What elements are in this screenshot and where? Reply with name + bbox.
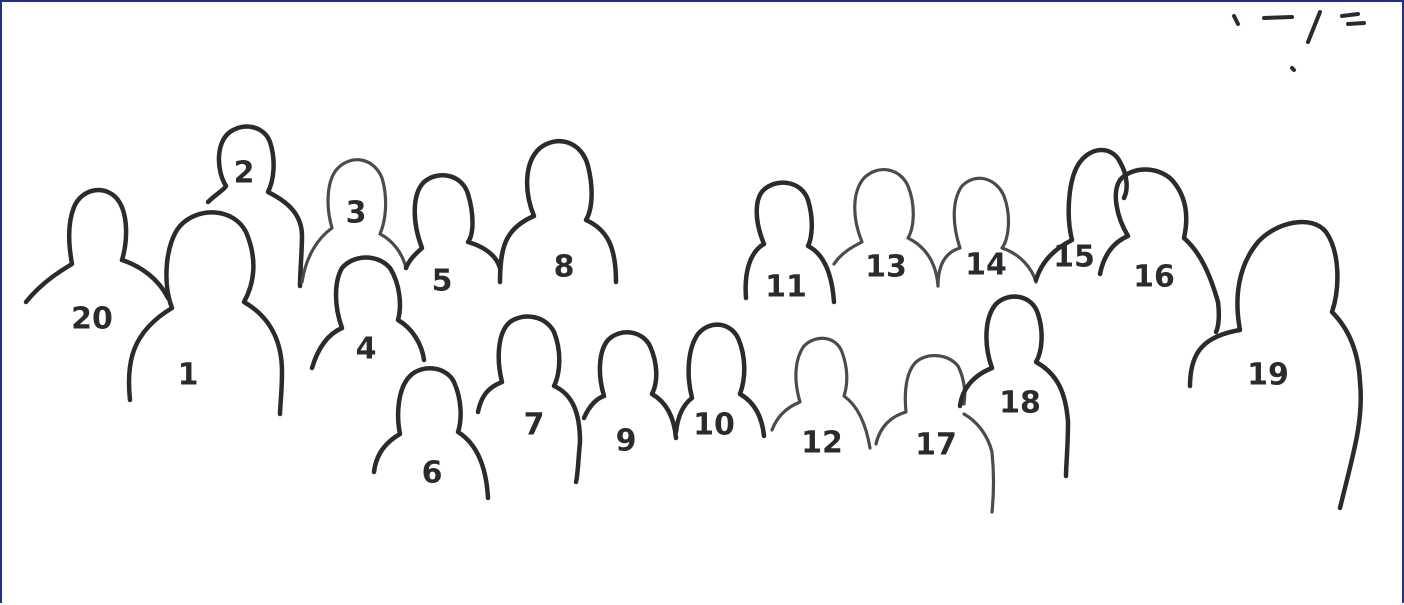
figure-label: 11 — [765, 270, 807, 305]
figure-label: 7 — [524, 408, 545, 443]
figure-15: 15 — [1036, 150, 1127, 280]
figure-label: 3 — [346, 196, 367, 231]
figure-label: 4 — [356, 332, 377, 367]
figure-label: 18 — [999, 386, 1041, 421]
figure-label: 15 — [1053, 240, 1095, 275]
figure-label: 12 — [801, 426, 843, 461]
figure-17: 17 — [876, 356, 965, 463]
figure-label: 17 — [915, 428, 957, 463]
figure-4: 4 — [312, 258, 424, 369]
figure-6: 6 — [374, 368, 488, 498]
figure-label: 5 — [432, 264, 453, 299]
figure-label: 20 — [71, 302, 113, 337]
figure-1: 1 — [129, 212, 282, 414]
figure-label: 10 — [693, 408, 735, 443]
figure-label: 6 — [422, 456, 443, 491]
figure-19: 19 — [1190, 222, 1361, 508]
figure-label: 9 — [616, 424, 637, 459]
figure-label: 1 — [178, 358, 199, 393]
figure-8: 8 — [500, 141, 616, 284]
figure-12: 12 — [772, 338, 870, 460]
figure-label: 19 — [1247, 358, 1289, 393]
figure-10: 10 — [676, 325, 764, 443]
figure-label: 13 — [865, 250, 907, 285]
figure-label: 2 — [234, 156, 255, 191]
figure-14: 14 — [938, 178, 1036, 286]
figure-20: 20 — [26, 190, 168, 336]
figure-label: 8 — [554, 250, 575, 285]
figure-5: 5 — [406, 175, 500, 298]
figure-label: 14 — [965, 248, 1007, 283]
figure-9: 9 — [584, 332, 676, 458]
figure-16: 16 — [1100, 170, 1219, 333]
figure-18: 18 — [960, 297, 1068, 512]
figure-13: 13 — [834, 170, 938, 286]
corner-scribble — [1234, 12, 1364, 70]
figure-label: 16 — [1133, 260, 1175, 295]
figure-11: 11 — [746, 183, 834, 305]
figure-7: 7 — [478, 317, 580, 482]
figure-3: 3 — [302, 160, 406, 282]
